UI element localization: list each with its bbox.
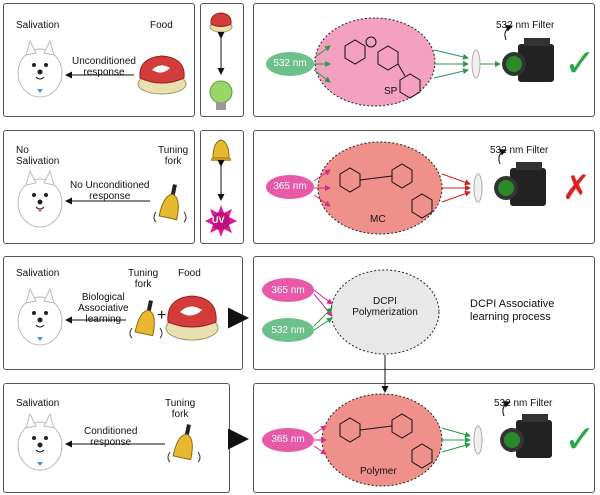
dog-icon <box>17 39 63 98</box>
camera-icon <box>500 414 552 458</box>
filter-lens <box>473 425 483 455</box>
dog-icon <box>17 412 63 471</box>
unconditioned-response-label: Unconditioned response <box>72 56 136 78</box>
light-365-label: 365 nm <box>273 181 307 192</box>
bell-small-icon <box>211 139 231 161</box>
filter-lens <box>471 49 481 79</box>
light-365-ellipse <box>262 278 314 302</box>
light-365-ellipse <box>266 175 314 199</box>
dcpi-polymerization-ellipse <box>330 269 440 355</box>
food-label: Food <box>178 268 201 279</box>
check-icon: ✓ <box>564 419 596 461</box>
sp-label: SP <box>384 86 398 97</box>
salivation-label: Salivation <box>16 20 60 31</box>
bell-icon <box>129 300 163 339</box>
panel-row3-right <box>253 256 595 370</box>
light-532-label: 532 nm <box>271 325 305 336</box>
camera-icon <box>502 38 554 82</box>
meat-small-icon <box>209 12 233 33</box>
tuning-fork-label: Tuning fork <box>158 145 189 167</box>
bell-icon <box>153 184 187 223</box>
uv-icon <box>205 205 237 237</box>
dog-icon <box>17 287 63 346</box>
dcpi-polymerization-label: DCPI Polymerization <box>352 296 418 318</box>
bulb-icon <box>209 80 233 110</box>
sp-molecule-ellipse <box>314 17 436 107</box>
salivation-label: Salivation <box>16 268 60 279</box>
filter-label: 532 nm Filter <box>490 145 549 156</box>
biological-associative-learning-label: Biological Associative learning <box>78 292 129 325</box>
light-365-ellipse <box>262 428 314 452</box>
filter-label: 532 nm Filter <box>496 20 555 31</box>
polymer-label: Polymer <box>360 466 397 477</box>
uv-label: UV <box>212 215 225 225</box>
tuning-fork-label: Tuning fork <box>128 268 159 290</box>
bell-icon <box>167 424 201 463</box>
salivation-label: Salivation <box>16 398 60 409</box>
light-365-label: 365 nm <box>271 434 305 445</box>
cross-icon: ✗ <box>562 169 591 207</box>
camera-icon <box>494 162 546 206</box>
dcpi-process-label: DCPI Associative learning process <box>470 298 555 323</box>
light-532-ellipse <box>266 52 314 76</box>
light-532-label: 532 nm <box>273 58 307 69</box>
plus-sign: + <box>157 307 167 324</box>
no-salivation-label: No Salivation <box>16 145 60 167</box>
meat-icon <box>165 295 219 341</box>
mc-label: MC <box>370 214 386 225</box>
meat-icon <box>137 55 187 95</box>
filter-label: 532 nm Filter <box>494 398 553 409</box>
light-532-ellipse <box>262 318 314 342</box>
tuning-fork-label: Tuning fork <box>165 398 196 420</box>
light-365-label: 365 nm <box>271 285 305 296</box>
filter-lens <box>473 173 483 203</box>
panel-row4-left <box>3 383 230 493</box>
check-icon: ✓ <box>564 43 596 85</box>
no-unconditioned-response-label: No Unconditioned response <box>70 180 150 202</box>
conditioned-response-label: Conditioned response <box>84 426 138 448</box>
food-label: Food <box>150 20 173 31</box>
dog-icon <box>17 169 63 228</box>
